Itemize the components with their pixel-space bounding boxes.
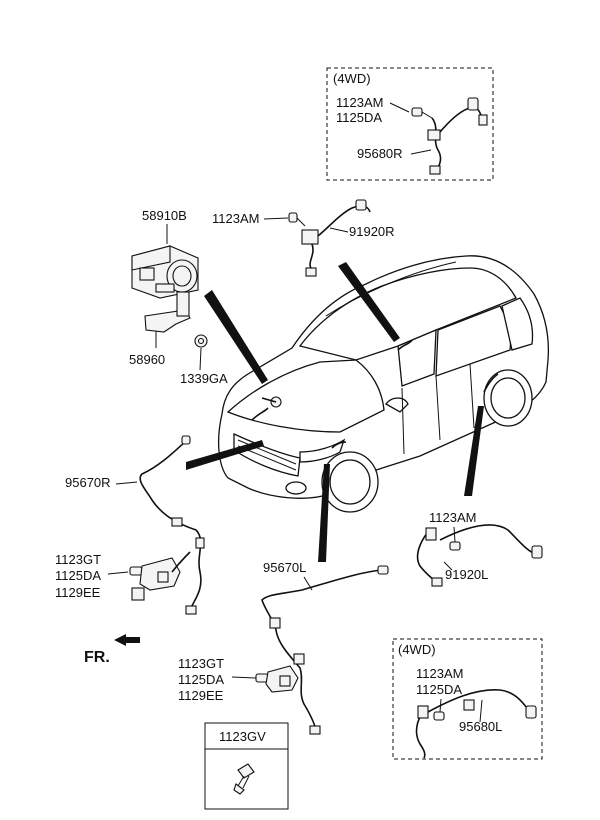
box-4wd-top-part: 95680R xyxy=(357,146,403,161)
box-4wd-bottom-title: (4WD) xyxy=(398,642,436,657)
sensor-95680L-drawing xyxy=(415,689,537,759)
bolt-table-header: 1123GV xyxy=(219,729,266,744)
label-58960: 58960 xyxy=(129,352,165,367)
label-1129EE-left: 1129EE xyxy=(178,688,224,703)
label-1123AM-rear-right: 1123AM xyxy=(212,211,259,226)
vehicle-illustration xyxy=(218,255,550,513)
label-1339GA: 1339GA xyxy=(180,371,228,386)
box-4wd-bottom: (4WD) 1123AM 1125DA 95680L xyxy=(392,638,543,760)
label-58910B: 58910B xyxy=(142,208,187,223)
sensor-95680R-drawing xyxy=(411,97,488,175)
box-4wd-bottom-part: 95680L xyxy=(459,719,502,734)
rear-right-sensor: 1123AM 91920R xyxy=(212,199,395,277)
box-4wd-top-title: (4WD) xyxy=(333,71,371,86)
abs-module: 58910B 58960 1339GA xyxy=(129,208,228,386)
label-95670R: 95670R xyxy=(65,475,111,490)
front-right-wiring: 95670R 1123GT 1125DA 1129EE xyxy=(55,435,205,615)
pointer-arrows xyxy=(186,262,484,562)
front-direction-indicator: FR. xyxy=(84,634,140,666)
label-1125DA-right: 1125DA xyxy=(55,568,101,583)
label-95670L: 95670L xyxy=(263,560,306,575)
label-91920L: 91920L xyxy=(445,567,488,582)
label-1125DA-left: 1125DA xyxy=(178,672,224,687)
label-1123GT-left: 1123GT xyxy=(178,656,224,671)
box-4wd-top-bolt-1: 1123AM xyxy=(336,95,383,110)
rear-left-sensor: 1123AM 91920L xyxy=(416,510,543,587)
label-1129EE-right: 1129EE xyxy=(55,585,101,600)
label-91920R: 91920R xyxy=(349,224,395,239)
bolt-table-1123GV: 1123GV xyxy=(204,722,289,810)
box-4wd-top: (4WD) 1123AM 1125DA 95680R xyxy=(326,67,494,181)
box-4wd-top-bolt-2: 1125DA xyxy=(336,110,382,125)
label-1123AM-rear-left: 1123AM xyxy=(429,510,476,525)
label-fr: FR. xyxy=(84,649,110,666)
front-arrow-icon xyxy=(114,634,140,646)
box-4wd-bottom-bolt-1: 1123AM xyxy=(416,666,463,681)
sensor-front-right-drawing xyxy=(129,551,191,601)
front-left-wiring: 95670L 1123GT 1125DA 1129EE xyxy=(178,560,389,735)
box-4wd-bottom-bolt-2: 1125DA xyxy=(416,682,462,697)
bolt-icon xyxy=(233,763,255,795)
sensor-front-left-drawing xyxy=(255,665,299,693)
label-1123GT-right: 1123GT xyxy=(55,552,101,567)
